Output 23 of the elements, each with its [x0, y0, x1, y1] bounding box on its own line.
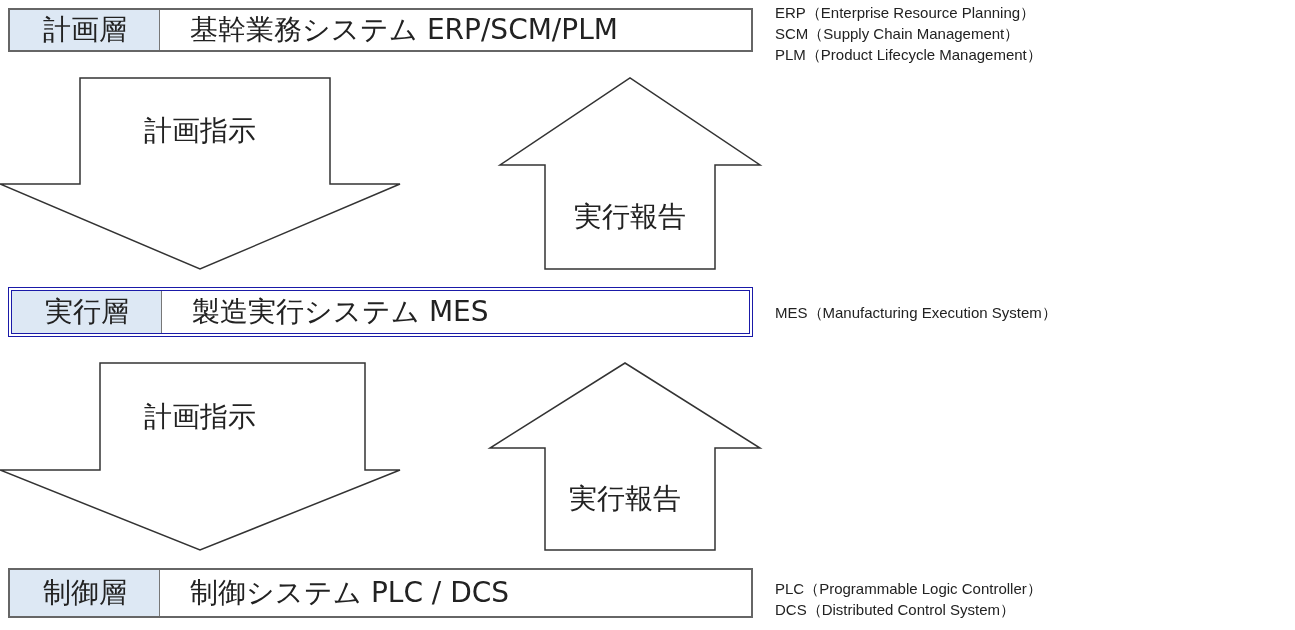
abbreviation-note: SCM（Supply Chain Management）	[775, 24, 1021, 44]
edge-label: 計画指示	[144, 113, 256, 149]
layer-bar	[8, 8, 753, 52]
edge-label: 計画指示	[144, 398, 256, 435]
layer-bar	[8, 568, 753, 618]
abbreviation-note: ERP（Enterprise Resource Planning）	[775, 3, 1037, 23]
layer-name: 制御層	[10, 570, 160, 616]
abbreviation-note: DCS（Distributed Control System）	[775, 600, 1017, 620]
edge-label: 実行報告	[569, 481, 681, 517]
layer-name: 計画層	[10, 10, 160, 50]
block-arrow	[487, 362, 763, 551]
layer-bar	[8, 287, 753, 337]
edge-label: 実行報告	[574, 199, 686, 235]
system-name: 基幹業務システム ERP/SCM/PLM	[189, 12, 618, 48]
block-arrow	[497, 77, 763, 270]
block-arrow	[0, 77, 401, 270]
layer-name: 実行層	[12, 291, 162, 333]
abbreviation-note: PLM（Product Lifecycle Management）	[775, 45, 1042, 65]
abbreviation-note: PLC（Programmable Logic Controller）	[775, 579, 1042, 599]
abbreviation-note: MES（Manufacturing Execution System）	[775, 303, 1057, 323]
system-name: 制御システム PLC / DCS	[189, 575, 510, 611]
block-arrow	[0, 362, 401, 551]
system-name: 製造実行システム MES	[191, 294, 489, 330]
